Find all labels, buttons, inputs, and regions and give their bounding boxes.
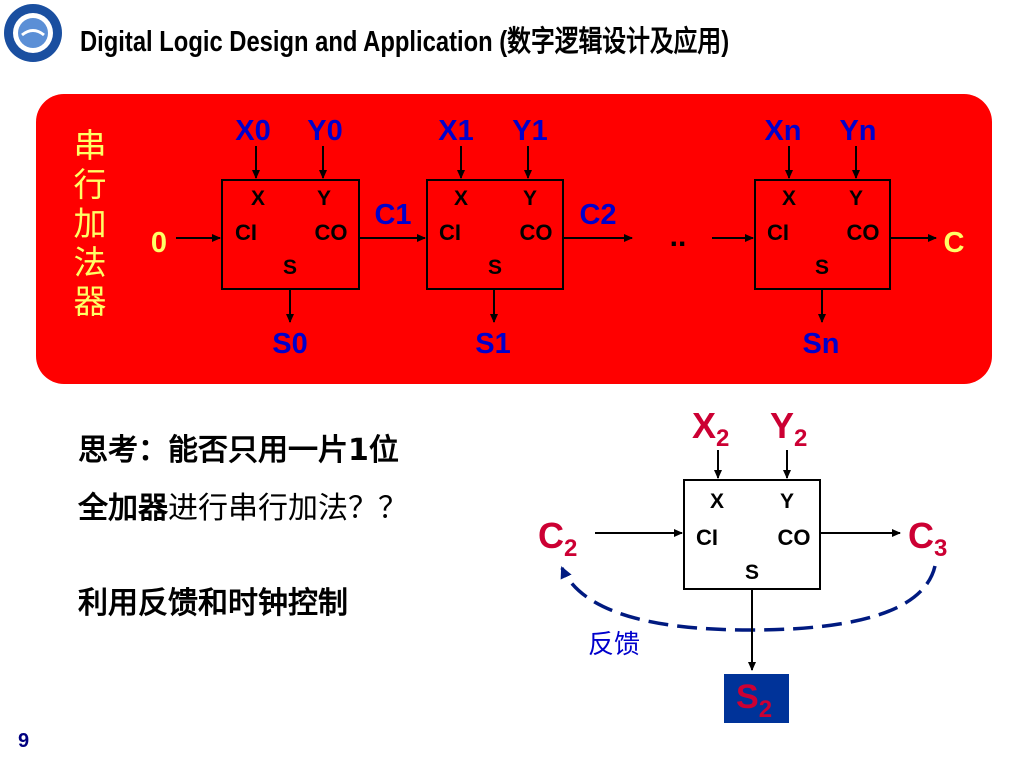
carry-in-zero: 0 [151, 227, 167, 259]
port-ci: CI [696, 525, 718, 550]
question-line-1: 思考：能否只用一片1位 [78, 433, 399, 468]
port-x: X [251, 187, 265, 210]
serial-adder-side-title: 串 行 加 法 器 [73, 126, 107, 321]
output-sn: Sn [802, 328, 839, 360]
input-x1: X1 [438, 115, 473, 147]
port-x: X [710, 490, 724, 513]
university-logo [4, 4, 62, 62]
port-y: Y [780, 490, 794, 513]
question-line-3: 利用反馈和时钟控制 [78, 586, 348, 621]
port-y: Y [849, 187, 863, 210]
full-adder-cell-0: X Y CI CO S X0 Y0 S0 [221, 115, 360, 360]
port-y: Y [523, 187, 537, 210]
page-title: Digital Logic Design and Application (数字… [80, 26, 730, 58]
output-s1: S1 [475, 328, 510, 360]
port-s: S [815, 256, 829, 279]
input-yn: Yn [839, 115, 876, 147]
port-co: CO [315, 220, 348, 245]
input-xn: Xn [764, 115, 801, 147]
single-full-adder: X Y CI CO S [683, 479, 821, 590]
port-co: CO [847, 220, 880, 245]
port-s: S [488, 256, 502, 279]
feedback-label: 反馈 [588, 629, 640, 659]
port-ci: CI [439, 220, 461, 245]
page-number: 9 [18, 730, 30, 752]
sum-output-box [724, 674, 789, 723]
port-x: X [454, 187, 468, 210]
full-adder-cell-n: X Y CI CO S Xn Yn Sn [754, 115, 891, 360]
feedback-path [560, 565, 937, 632]
carry-c2: C2 [579, 199, 616, 231]
port-co: CO [520, 220, 553, 245]
port-s: S [283, 256, 297, 279]
port-s: S [745, 561, 759, 584]
port-y: Y [317, 187, 331, 210]
carry-out-c3: C3 [908, 515, 947, 562]
full-adder-cell-1: X Y CI CO S X1 Y1 S1 [426, 115, 564, 360]
input-y2: Y2 [770, 405, 807, 452]
input-x0: X0 [235, 115, 270, 147]
input-y0: Y0 [307, 115, 342, 147]
port-x: X [782, 187, 796, 210]
question-line-2-rest: 进行串行加法？？ [168, 491, 408, 526]
output-s0: S0 [272, 328, 307, 360]
carry-c1: C1 [374, 199, 411, 231]
port-co: CO [778, 525, 811, 550]
full-adder-term: 全加器 [78, 491, 168, 526]
carry-out-c: C [944, 227, 965, 259]
port-ci: CI [767, 220, 789, 245]
input-x2: X2 [692, 405, 729, 452]
output-s2: S2 [736, 678, 772, 723]
ellipsis: .. [670, 220, 687, 253]
port-ci: CI [235, 220, 257, 245]
question-line-2: 全加器进行串行加法？？ [78, 483, 408, 527]
input-y1: Y1 [512, 115, 547, 147]
carry-in-c2: C2 [538, 515, 577, 562]
